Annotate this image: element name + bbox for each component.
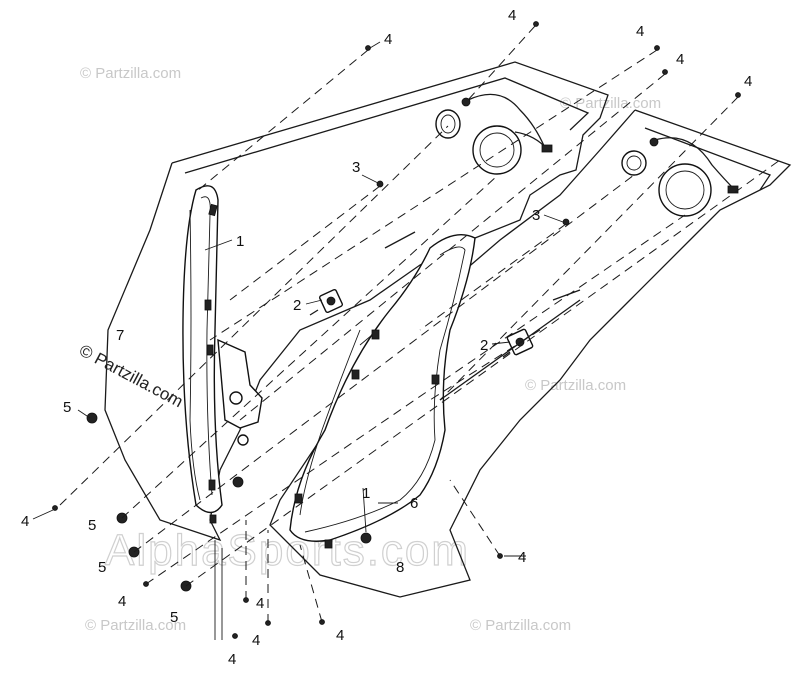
callout-3-left: 3 xyxy=(352,159,360,176)
callout-4-5: 4 xyxy=(744,73,752,90)
callout-4-11: 4 xyxy=(336,627,344,644)
callout-4-3: 4 xyxy=(636,23,644,40)
callout-5-4: 5 xyxy=(170,609,178,626)
callout-4-8: 4 xyxy=(256,595,264,612)
watermark-partzilla-main: © Partzilla.com xyxy=(76,341,186,412)
watermark-partzilla-5: © Partzilla.com xyxy=(470,617,571,634)
left-group-outline xyxy=(104,61,609,542)
callout-4-4: 4 xyxy=(676,51,684,68)
right-socket-assembly xyxy=(621,137,739,217)
callout-5-3: 5 xyxy=(98,559,106,576)
callout-5-1: 5 xyxy=(63,399,71,416)
callout-2-left: 2 xyxy=(293,297,301,314)
right-headlight-lens xyxy=(289,234,476,549)
watermark-partzilla-1: © Partzilla.com xyxy=(80,65,181,82)
callout-8: 8 xyxy=(396,559,404,576)
callout-6: 6 xyxy=(410,495,418,512)
callout-4-10: 4 xyxy=(228,651,236,668)
left-headlight-lens xyxy=(182,185,223,524)
left-socket-assembly xyxy=(435,93,553,175)
callout-1-right: 1 xyxy=(362,485,370,502)
bulb-left xyxy=(309,288,344,316)
callout-2-right: 2 xyxy=(480,337,488,354)
callout-7: 7 xyxy=(116,327,124,344)
watermark-partzilla-3: © Partzilla.com xyxy=(525,377,626,394)
callout-4-2: 4 xyxy=(508,7,516,24)
callout-4-12: 4 xyxy=(518,549,526,566)
callout-4-7: 4 xyxy=(118,593,126,610)
watermark-partzilla-4: © Partzilla.com xyxy=(85,617,186,634)
callout-4-9: 4 xyxy=(252,632,260,649)
callout-3-right: 3 xyxy=(532,207,540,224)
watermark-alphasports: AlphaSports.com xyxy=(105,526,470,575)
callout-1-left: 1 xyxy=(236,233,244,250)
watermark-partzilla-2: © Partzilla.com xyxy=(560,95,661,112)
leader-lines xyxy=(32,41,564,640)
callout-4-6: 4 xyxy=(21,513,29,530)
callout-4-1: 4 xyxy=(384,31,392,48)
callouts: 1 1 2 2 3 3 4 4 4 4 4 4 4 4 4 4 4 4 5 5 … xyxy=(21,7,752,668)
bulb-right xyxy=(502,328,534,358)
small-part-3-left xyxy=(376,180,384,188)
callout-5-2: 5 xyxy=(88,517,96,534)
guide-lines xyxy=(59,25,781,623)
